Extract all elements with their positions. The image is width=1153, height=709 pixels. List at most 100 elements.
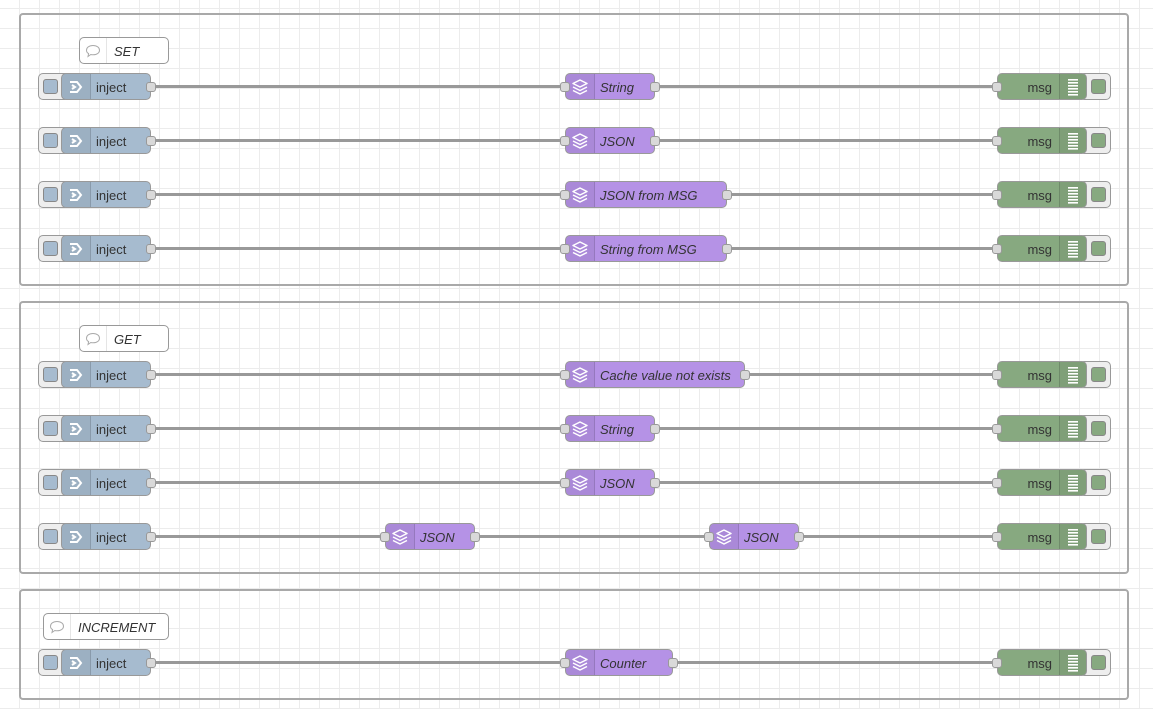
group-box[interactable] [19, 301, 1129, 574]
cache-node[interactable]: Counter [565, 649, 673, 676]
list-icon [1059, 236, 1086, 261]
debug-toggle-square[interactable] [1091, 133, 1106, 148]
debug-input-port[interactable] [992, 135, 1002, 146]
inject-node[interactable]: inject [61, 649, 151, 676]
cache-node[interactable]: Cache value not exists [565, 361, 745, 388]
cache-output-port[interactable] [740, 369, 750, 380]
inject-arrow-icon [62, 362, 91, 387]
inject-node[interactable]: inject [61, 469, 151, 496]
debug-node[interactable]: msg [997, 469, 1087, 496]
inject-output-port[interactable] [146, 243, 156, 254]
cache-input-port[interactable] [560, 81, 570, 92]
debug-input-port[interactable] [992, 81, 1002, 92]
inject-output-port[interactable] [146, 423, 156, 434]
cache-input-port[interactable] [560, 423, 570, 434]
debug-node[interactable]: msg [997, 649, 1087, 676]
cache-input-port[interactable] [560, 657, 570, 668]
inject-button-square[interactable] [43, 475, 58, 490]
cache-output-port[interactable] [668, 657, 678, 668]
inject-output-port[interactable] [146, 81, 156, 92]
cache-node[interactable]: JSON [565, 469, 655, 496]
debug-toggle-square[interactable] [1091, 655, 1106, 670]
cache-node[interactable]: String [565, 415, 655, 442]
debug-input-port[interactable] [992, 477, 1002, 488]
layers-icon [566, 236, 595, 261]
debug-node[interactable]: msg [997, 361, 1087, 388]
cache-output-port[interactable] [650, 423, 660, 434]
comment-node[interactable]: GET [79, 325, 169, 352]
cache-output-port[interactable] [650, 477, 660, 488]
cache-node[interactable]: JSON [565, 127, 655, 154]
debug-node[interactable]: msg [997, 523, 1087, 550]
inject-button-square[interactable] [43, 529, 58, 544]
debug-input-port[interactable] [992, 423, 1002, 434]
inject-node[interactable]: inject [61, 235, 151, 262]
debug-input-port[interactable] [992, 189, 1002, 200]
debug-input-port[interactable] [992, 243, 1002, 254]
inject-output-port[interactable] [146, 369, 156, 380]
debug-input-port[interactable] [992, 657, 1002, 668]
debug-toggle-square[interactable] [1091, 187, 1106, 202]
inject-button-square[interactable] [43, 79, 58, 94]
inject-button-square[interactable] [43, 187, 58, 202]
cache-input-port[interactable] [560, 135, 570, 146]
comment-node[interactable]: SET [79, 37, 169, 64]
cache-input-port[interactable] [560, 477, 570, 488]
comment-icon [44, 614, 71, 639]
debug-node[interactable]: msg [997, 127, 1087, 154]
debug-node[interactable]: msg [997, 73, 1087, 100]
cache-output-port[interactable] [650, 81, 660, 92]
group-box[interactable] [19, 13, 1129, 286]
comment-label: SET [114, 44, 140, 59]
group-box[interactable] [19, 589, 1129, 700]
cache-node[interactable]: String [565, 73, 655, 100]
cache-input-port[interactable] [560, 369, 570, 380]
debug-toggle-square[interactable] [1091, 421, 1106, 436]
debug-node[interactable]: msg [997, 415, 1087, 442]
cache-output-port[interactable] [650, 135, 660, 146]
debug-toggle-square[interactable] [1091, 79, 1106, 94]
inject-node[interactable]: inject [61, 127, 151, 154]
cache-input-port[interactable] [704, 531, 714, 542]
debug-toggle-square[interactable] [1091, 529, 1106, 544]
debug-node[interactable]: msg [997, 235, 1087, 262]
cache-node[interactable]: JSON [709, 523, 799, 550]
cache-node[interactable]: String from MSG [565, 235, 727, 262]
inject-output-port[interactable] [146, 189, 156, 200]
inject-node[interactable]: inject [61, 415, 151, 442]
debug-toggle-square[interactable] [1091, 475, 1106, 490]
inject-output-port[interactable] [146, 477, 156, 488]
cache-node[interactable]: JSON [385, 523, 475, 550]
list-icon [1059, 74, 1086, 99]
cache-output-port[interactable] [722, 243, 732, 254]
inject-button-square[interactable] [43, 241, 58, 256]
cache-output-port[interactable] [794, 531, 804, 542]
inject-output-port[interactable] [146, 135, 156, 146]
inject-node[interactable]: inject [61, 361, 151, 388]
inject-node[interactable]: inject [61, 181, 151, 208]
cache-output-port[interactable] [722, 189, 732, 200]
inject-label: inject [96, 656, 127, 671]
debug-input-port[interactable] [992, 369, 1002, 380]
cache-input-port[interactable] [560, 189, 570, 200]
inject-button-square[interactable] [43, 133, 58, 148]
inject-output-port[interactable] [146, 657, 156, 668]
debug-toggle-square[interactable] [1091, 367, 1106, 382]
inject-button-square[interactable] [43, 655, 58, 670]
debug-toggle-square[interactable] [1091, 241, 1106, 256]
inject-button-square[interactable] [43, 367, 58, 382]
debug-input-port[interactable] [992, 531, 1002, 542]
cache-input-port[interactable] [560, 243, 570, 254]
cache-node[interactable]: JSON from MSG [565, 181, 727, 208]
layers-icon [566, 362, 595, 387]
cache-output-port[interactable] [470, 531, 480, 542]
inject-output-port[interactable] [146, 531, 156, 542]
cache-input-port[interactable] [380, 531, 390, 542]
cache-label: JSON [744, 530, 779, 545]
comment-node[interactable]: INCREMENT [43, 613, 169, 640]
debug-node[interactable]: msg [997, 181, 1087, 208]
inject-node[interactable]: inject [61, 523, 151, 550]
inject-button-square[interactable] [43, 421, 58, 436]
inject-node[interactable]: inject [61, 73, 151, 100]
debug-label: msg [1027, 368, 1052, 383]
